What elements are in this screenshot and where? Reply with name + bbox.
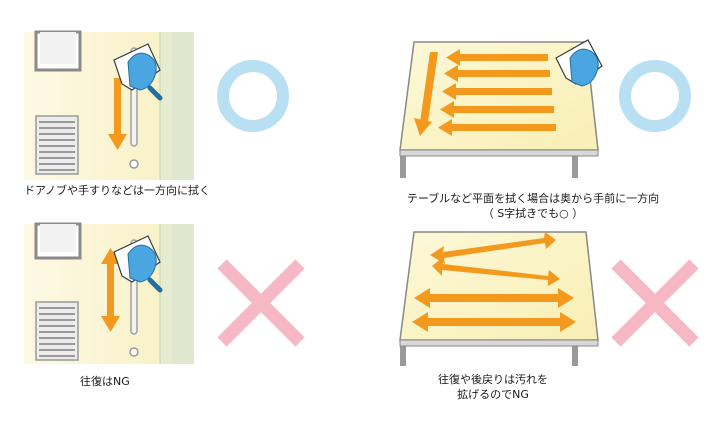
door-good-caption: ドアノブや手すりなどは一方向に拭く (24, 184, 211, 197)
table-good-caption-line1: テーブルなど平面を拭く場合は奥から手前に一方向 (406, 192, 660, 205)
table-good-caption-line2: （ S字拭きでも○ ） (482, 207, 584, 220)
cross-mark-icon (217, 259, 305, 347)
door-good-illustration (24, 30, 194, 180)
circle-mark-icon (217, 60, 289, 132)
table-good-caption: テーブルなど平面を拭く場合は奥から手前に一方向 （ S字拭きでも○ ） (368, 191, 698, 221)
cross-mark-icon (611, 259, 699, 347)
table-bad-illustration (399, 231, 599, 366)
cloth-glove-icon (555, 39, 603, 87)
cloth-glove-icon (113, 43, 163, 101)
table-good-illustration (399, 39, 603, 178)
table-bad-caption-line2: 拡げるのでNG (457, 388, 529, 401)
door-bad-caption: 往復はNG (80, 375, 130, 388)
table-bad-caption: 往復や後戻りは汚れを 拡げるのでNG (408, 372, 578, 402)
door-bad-illustration (24, 222, 194, 364)
table-bad-caption-line1: 往復や後戻りは汚れを (438, 373, 548, 386)
circle-mark-icon (619, 60, 691, 132)
cloth-glove-icon (113, 235, 163, 293)
